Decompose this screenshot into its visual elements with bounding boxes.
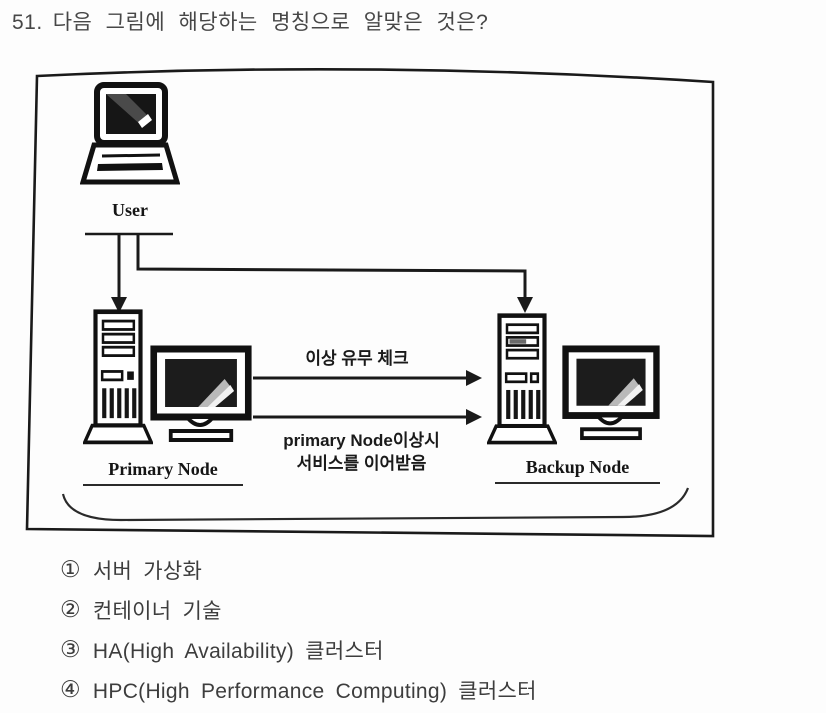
failover-caption-line1: primary Node이상시	[283, 431, 440, 450]
user-to-primary-arrowhead	[111, 297, 127, 313]
failover-caption: primary Node이상시 서비스를 이어받음	[234, 429, 489, 475]
diagram-panel: User Primary Node	[25, 66, 717, 542]
option-1-number: ①	[60, 556, 81, 582]
failover-arrowhead	[466, 409, 482, 425]
backup-node-label: Backup Node	[495, 457, 660, 484]
laptop-icon	[80, 82, 180, 185]
user-label: User	[112, 200, 148, 220]
health-check-arrowhead	[466, 370, 482, 386]
user-to-backup-arrowhead	[517, 297, 533, 313]
backup-monitor-icon	[562, 345, 660, 441]
option-4-label: HPC(High Performance Computing) 클러스터	[92, 679, 537, 703]
health-check-caption: 이상 유무 체크	[305, 349, 409, 368]
option-3-number: ③	[60, 636, 81, 662]
question-title: 51. 다음 그림에 해당하는 명칭으로 알맞은 것은?	[12, 6, 488, 36]
user-to-backup-connector	[136, 234, 527, 299]
failover-caption-line2: 서비스를 이어받음	[296, 454, 427, 473]
option-1: ① 서버 가상화	[60, 555, 537, 584]
option-4-number: ④	[60, 676, 81, 702]
frame-inner-curve	[61, 487, 690, 522]
answer-options: ① 서버 가상화 ② 컨테이너 기술 ③ HA(High Availabilit…	[60, 555, 537, 713]
option-1-label: 서버 가상화	[92, 559, 203, 583]
frame-border	[25, 67, 715, 538]
option-2: ② 컨테이너 기술	[60, 595, 537, 624]
option-2-number: ②	[60, 596, 81, 622]
backup-server-icon	[487, 313, 557, 445]
option-3-label: HA(High Availability) 클러스터	[92, 639, 384, 663]
primary-monitor-icon	[150, 345, 252, 442]
option-3: ③ HA(High Availability) 클러스터	[60, 635, 537, 664]
diagram-frame	[25, 67, 715, 538]
question-text: 다음 그림에 해당하는 명칭으로 알맞은 것은?	[52, 11, 489, 34]
option-4: ④ HPC(High Performance Computing) 클러스터	[60, 675, 537, 704]
primary-node-label: Primary Node	[83, 459, 243, 486]
option-2-label: 컨테이너 기술	[92, 599, 222, 623]
question-number: 51.	[12, 11, 43, 34]
primary-server-icon	[83, 309, 153, 445]
